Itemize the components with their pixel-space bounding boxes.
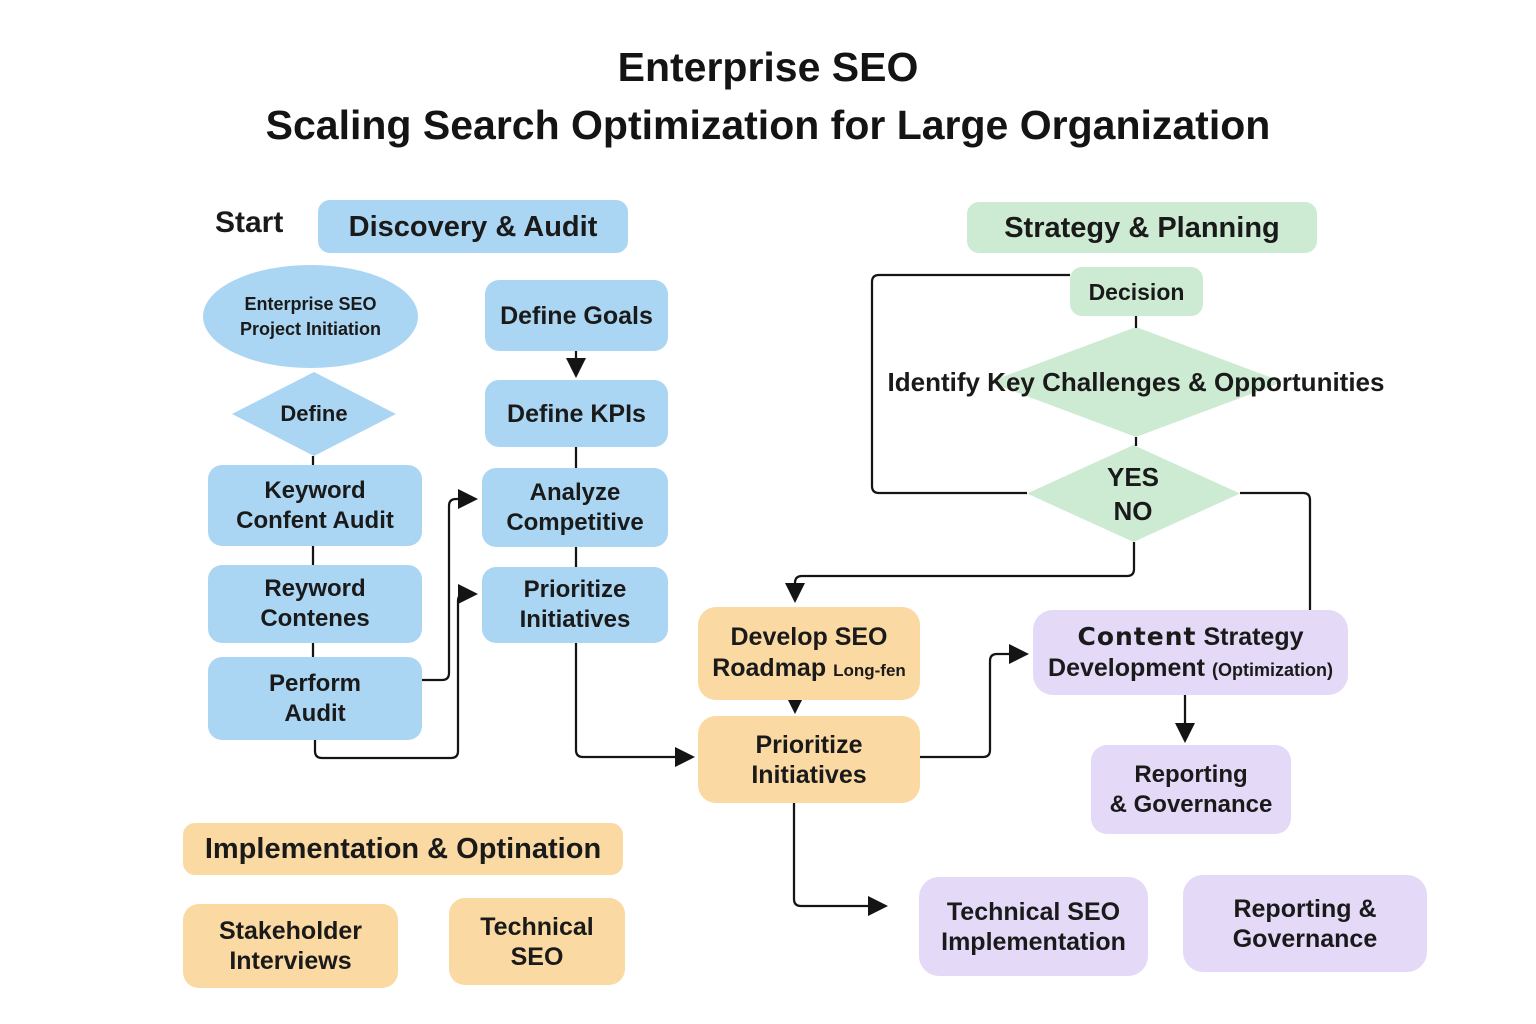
node-technical-seo-implementation: Technical SEO Implementation: [919, 877, 1148, 976]
diamond-identify-challenges: [989, 327, 1283, 437]
content-strategy-rest1: Strategy: [1203, 622, 1304, 651]
node-identify-key-challenges: Identify Key Challenges & Opportunities: [887, 367, 1385, 397]
connector-perform-to-analyze: [422, 488, 479, 682]
page-title: Enterprise SEO Scaling Search Optimizati…: [0, 38, 1536, 154]
connector-yesno-loop-to-decision: [870, 273, 1070, 495]
node-analyze-competitive: Analyze Competitive: [482, 468, 668, 547]
node-reporting-governance-mid: Reporting & Governance: [1091, 745, 1291, 834]
section-header-discovery-audit: Discovery & Audit: [318, 200, 628, 253]
node-decision: Decision: [1070, 267, 1203, 316]
connector-prioritize-orange-to-tech-impl: [792, 803, 889, 917]
node-reporting-governance-bottom: Reporting & Governance: [1183, 875, 1427, 972]
node-define: Define: [280, 401, 348, 426]
develop-roadmap-line2: Roadmap: [712, 653, 827, 682]
node-technical-seo: Technical SEO: [449, 898, 625, 985]
node-define-kpis: Define KPIs: [485, 380, 668, 447]
section-header-implementation-optination: Implementation & Optination: [183, 823, 623, 875]
node-content-strategy-development: Content Strategy Development (Optimizati…: [1033, 610, 1348, 695]
node-develop-seo-roadmap: Develop SEO Roadmap Long-fen: [698, 607, 920, 700]
node-reyword-contenes: Reyword Contenes: [208, 565, 422, 643]
node-define-goals: Define Goals: [485, 280, 668, 351]
node-stakeholder-interviews: Stakeholder Interviews: [183, 904, 398, 988]
connector-group: [311, 273, 1312, 917]
node-perform-audit: Perform Audit: [208, 657, 422, 740]
node-enterprise-seo-project-initiation: Enterprise SEO Project Initiation: [239, 293, 381, 339]
title-line-1: Enterprise SEO: [617, 44, 919, 90]
start-label: Start: [215, 206, 284, 239]
diamond-define: [232, 372, 396, 456]
connector-yesno-to-content-strategy: [1240, 491, 1312, 610]
develop-roadmap-suffix: Long-fen: [833, 660, 906, 680]
connector-yesno-to-develop: [784, 542, 1136, 604]
connector-perform-to-prioritize-blue: [313, 583, 479, 760]
section-header-strategy-planning: Strategy & Planning: [967, 202, 1317, 253]
node-yes-no: YES NO: [1106, 462, 1160, 526]
node-prioritize-initiatives-orange: Prioritize Initiatives: [698, 716, 920, 803]
title-line-2: Scaling Search Optimization for Large Or…: [265, 102, 1271, 148]
node-prioritize-initiatives-blue: Prioritize Initiatives: [482, 567, 668, 643]
content-strategy-word1: Content: [1077, 621, 1197, 651]
ellipse-project-initiation: [203, 265, 418, 368]
content-strategy-line2: Development: [1048, 653, 1205, 682]
diamond-yes-no: [1027, 445, 1240, 542]
connector-prioritize-orange-to-content-strategy: [920, 643, 1030, 759]
node-keyword-confent-audit: Keyword Confent Audit: [208, 465, 422, 546]
develop-roadmap-line1: Develop SEO: [730, 622, 888, 651]
content-strategy-suffix: (Optimization): [1212, 659, 1333, 680]
connector-prioritize-blue-to-prioritize-orange: [574, 643, 696, 768]
